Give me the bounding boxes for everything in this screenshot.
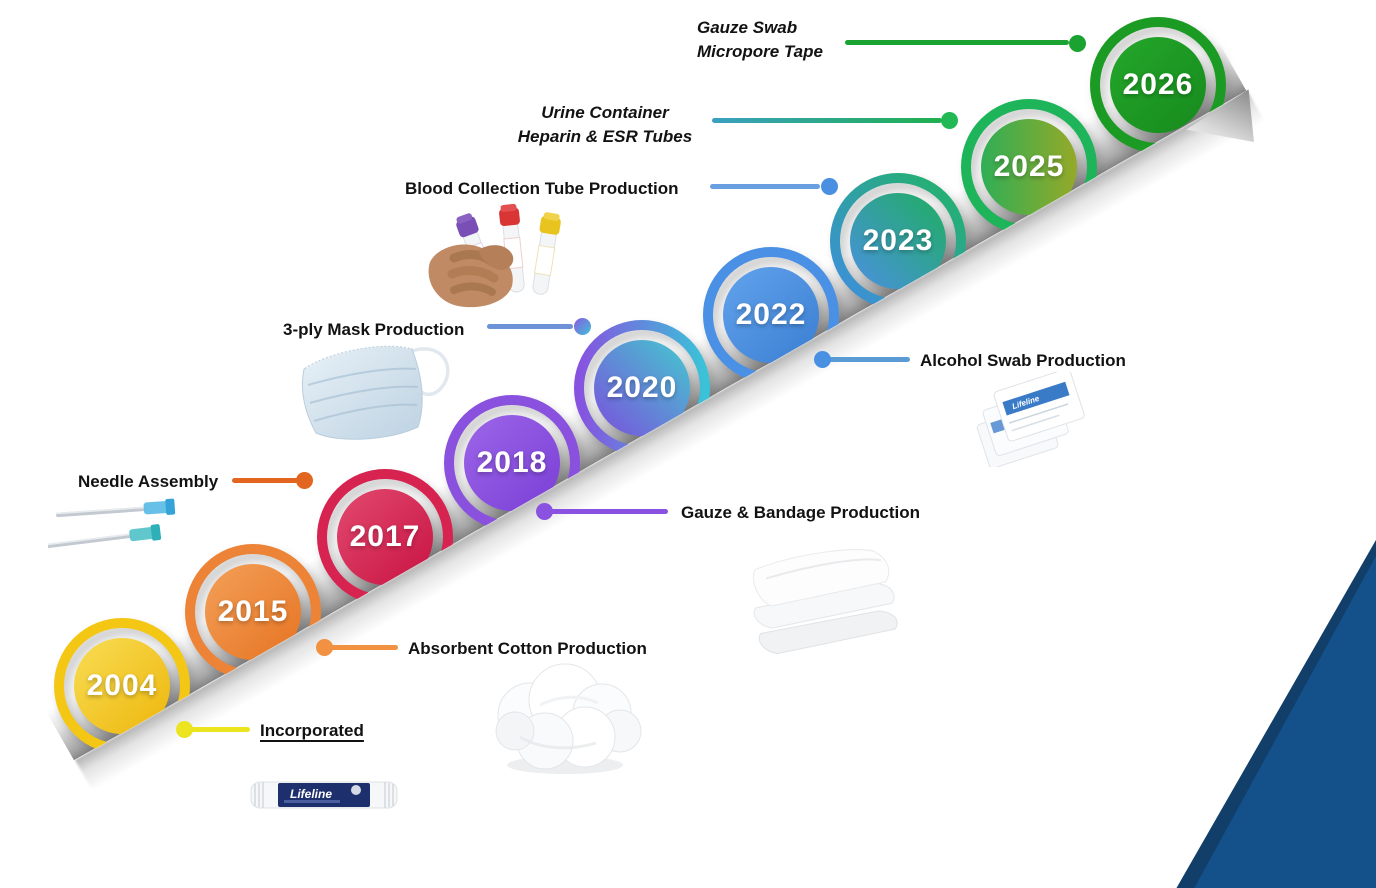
label-blood-collection-tube: Blood Collection Tube Production <box>405 179 679 198</box>
milestone-year: 2018 <box>476 446 548 479</box>
connector-line-alcohol-swab <box>828 357 910 362</box>
milestone-year: 2025 <box>993 150 1065 183</box>
connector-line-absorbent-cotton <box>330 645 398 650</box>
label-absorbent-cotton: Absorbent Cotton Production <box>408 639 647 658</box>
connector-dot-absorbent-cotton <box>316 639 333 656</box>
milestone-year: 2023 <box>862 224 934 257</box>
label-incorporated: Incorporated <box>260 721 364 740</box>
milestone-year: 2015 <box>217 595 289 628</box>
needles-photo <box>48 498 176 549</box>
alcohol-swabs-photo: Lifeline <box>976 372 1085 467</box>
connector-dot-alcohol-swab <box>814 351 831 368</box>
cotton-roll-package-photo: Lifeline <box>250 781 398 809</box>
blood-tubes-hand-photo <box>428 203 561 308</box>
milestone-year: 2020 <box>606 371 678 404</box>
cotton-ball-photo <box>495 663 642 774</box>
label-urine-container-heparin: Urine Container Heparin & ESR Tubes <box>500 101 710 149</box>
connector-dot-gauze-swab <box>1069 35 1086 52</box>
label-line: Urine Container <box>541 103 669 122</box>
label-gauze-bandage: Gauze & Bandage Production <box>681 503 920 522</box>
milestone-year: 2004 <box>86 669 158 702</box>
label-line: Micropore Tape <box>697 42 823 61</box>
connector-line-needle <box>232 478 298 483</box>
label-needle-assembly: Needle Assembly <box>78 472 219 491</box>
connector-line-mask <box>487 324 573 329</box>
package-brand-text: Lifeline <box>290 787 332 801</box>
milestone-2025: 2025 <box>961 99 1097 235</box>
connector-dot-gauze-bandage <box>536 503 553 520</box>
gauze-stack-photo <box>753 549 898 655</box>
connector-line-blood-collection <box>710 184 820 189</box>
milestone-year: 2022 <box>735 298 807 331</box>
label-line: Heparin & ESR Tubes <box>517 127 693 146</box>
connector-dot-needle <box>296 472 313 489</box>
connector-dot-incorporated <box>176 721 193 738</box>
connector-dot-urine-container <box>941 112 958 129</box>
connector-line-incorporated <box>188 727 250 732</box>
face-mask-photo <box>302 343 450 440</box>
connector-dot-blood-collection <box>821 178 838 195</box>
connector-line-gauze-swab <box>845 40 1069 45</box>
connector-dot-mask <box>574 318 591 335</box>
milestone-2015: 2015 <box>185 544 321 680</box>
milestone-2020: 2020 <box>574 320 710 456</box>
label-gauze-swab-micropore-tape: Gauze Swab Micropore Tape <box>697 16 823 64</box>
milestone-2018: 2018 <box>444 395 580 531</box>
label-mask-production: 3-ply Mask Production <box>283 320 465 339</box>
label-alcohol-swab: Alcohol Swab Production <box>920 351 1126 370</box>
milestone-year: 2026 <box>1122 68 1194 101</box>
connector-line-urine-container <box>712 118 942 123</box>
connector-line-gauze-bandage <box>550 509 668 514</box>
milestone-year: 2017 <box>349 520 421 553</box>
label-line: Gauze Swab <box>697 18 798 37</box>
